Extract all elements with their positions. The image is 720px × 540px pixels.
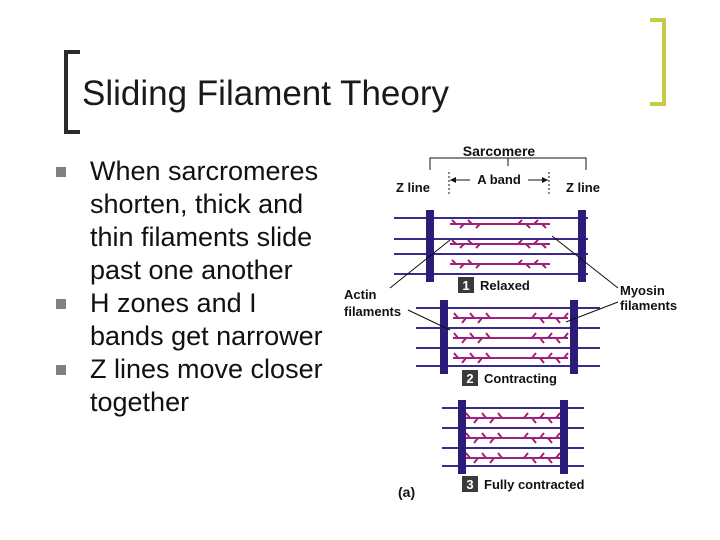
z-line <box>570 300 578 374</box>
stage-label: Relaxed <box>480 278 530 293</box>
panel-label: (a) <box>398 484 415 500</box>
stage-number: 2 <box>466 371 473 386</box>
myosin-filament <box>450 259 550 269</box>
actin-leader-line <box>407 309 451 331</box>
myosin-filament <box>464 432 562 444</box>
bullet-item: Z lines move closer together <box>52 353 342 419</box>
myosin-label: filaments <box>620 298 677 313</box>
bullet-square-icon <box>56 167 66 177</box>
bullet-text-line: shorten, thick and <box>90 189 304 219</box>
bullet-text-line: thin filaments slide <box>90 222 313 252</box>
z-line <box>426 210 434 282</box>
z-line <box>578 210 586 282</box>
myosin-leader-line <box>551 235 619 289</box>
z-line <box>560 400 568 474</box>
myosin-filament <box>453 352 569 364</box>
panel-contracting <box>416 300 600 374</box>
stage-label: Contracting <box>484 371 557 386</box>
sliding-filament-diagram: Sarcomere A band Z line Z line 1 Relaxed <box>344 143 677 500</box>
bullet-text-line: past one another <box>90 255 293 285</box>
bullet-square-icon <box>56 365 66 375</box>
myosin-filament <box>450 239 550 249</box>
z-line <box>440 300 448 374</box>
bullet-text-line: H zones and I <box>90 288 257 318</box>
panel-fully-contracted <box>442 400 584 474</box>
bullet-item: H zones and I bands get narrower <box>52 287 342 353</box>
bullet-list: When sarcromeres shorten, thick and thin… <box>52 155 342 419</box>
stage-number-badge <box>462 370 478 386</box>
sarcomere-label: Sarcomere <box>463 143 536 159</box>
bullet-square-icon <box>56 299 66 309</box>
bullet-item: When sarcromeres shorten, thick and thin… <box>52 155 342 287</box>
z-line-left-label: Z line <box>396 180 430 195</box>
a-band-arrowhead-right <box>542 177 548 183</box>
stage-number: 3 <box>466 477 473 492</box>
stage-number-badge <box>458 277 474 293</box>
a-band-arrowhead-left <box>450 177 456 183</box>
myosin-filament <box>464 452 562 464</box>
myosin-leader-line <box>565 301 619 323</box>
actin-label: filaments <box>344 304 401 319</box>
z-line-right-label: Z line <box>566 180 600 195</box>
bullet-text-line: When sarcromeres <box>90 156 319 186</box>
right-accent-bracket <box>650 18 666 106</box>
stage-number-badge <box>462 476 478 492</box>
myosin-label: Myosin <box>620 283 665 298</box>
actin-leader-line <box>389 239 451 289</box>
left-bracket <box>64 50 80 134</box>
z-line <box>458 400 466 474</box>
bullet-text-line: together <box>90 387 190 417</box>
myosin-filament <box>464 412 562 424</box>
myosin-filament <box>453 332 569 344</box>
bullet-text-line: bands get narrower <box>90 321 323 351</box>
myosin-filament <box>453 312 569 324</box>
stage-label: Fully contracted <box>484 477 584 492</box>
slide-title: Sliding Filament Theory <box>82 74 450 113</box>
myosin-filament <box>450 219 550 229</box>
a-band-label: A band <box>477 172 521 187</box>
bullet-text-line: Z lines move closer <box>90 354 323 384</box>
actin-label: Actin <box>344 287 377 302</box>
panel-relaxed <box>394 210 588 282</box>
stage-number: 1 <box>462 278 469 293</box>
